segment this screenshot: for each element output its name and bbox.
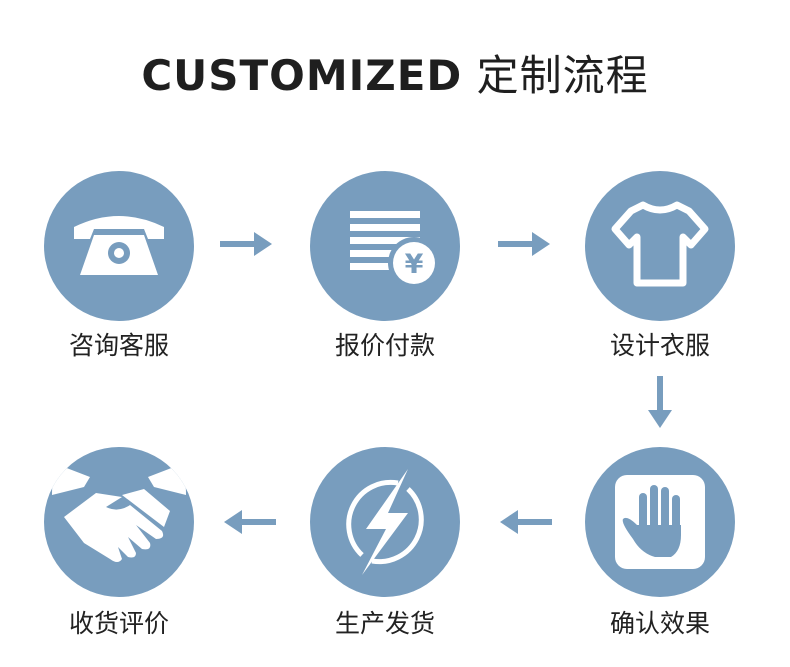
step-4-label: 确认效果 — [609, 609, 710, 638]
arrow-right-icon — [220, 232, 272, 256]
step-5-circle — [310, 447, 460, 597]
hand-icon — [615, 475, 705, 569]
arrow-left-icon — [224, 510, 276, 534]
lightning-icon — [346, 469, 424, 575]
handshake-icon — [52, 466, 186, 562]
title-english: CUSTOMIZED — [141, 51, 463, 100]
arrow-down-icon — [648, 376, 672, 428]
step-6-circle — [44, 447, 194, 597]
title-chinese: 定制流程 — [476, 51, 649, 100]
step-5-label: 生产发货 — [334, 609, 435, 638]
step-3-label: 设计衣服 — [609, 331, 710, 360]
arrow-right-icon — [498, 232, 550, 256]
invoice-yuan-icon: ¥ — [350, 211, 440, 289]
step-2-circle: ¥ — [310, 171, 460, 321]
step-4-circle — [585, 447, 735, 597]
step-1-circle — [44, 171, 194, 321]
step-6-label: 收货评价 — [68, 609, 169, 638]
page-title: CUSTOMIZED 定制流程 — [0, 46, 790, 106]
tshirt-icon — [611, 201, 709, 287]
step-3-circle — [585, 171, 735, 321]
telephone-icon — [74, 216, 164, 275]
yuan-symbol: ¥ — [405, 249, 424, 280]
step-2-label: 报价付款 — [334, 331, 435, 360]
arrow-left-icon — [500, 510, 552, 534]
step-1-label: 咨询客服 — [68, 331, 169, 360]
